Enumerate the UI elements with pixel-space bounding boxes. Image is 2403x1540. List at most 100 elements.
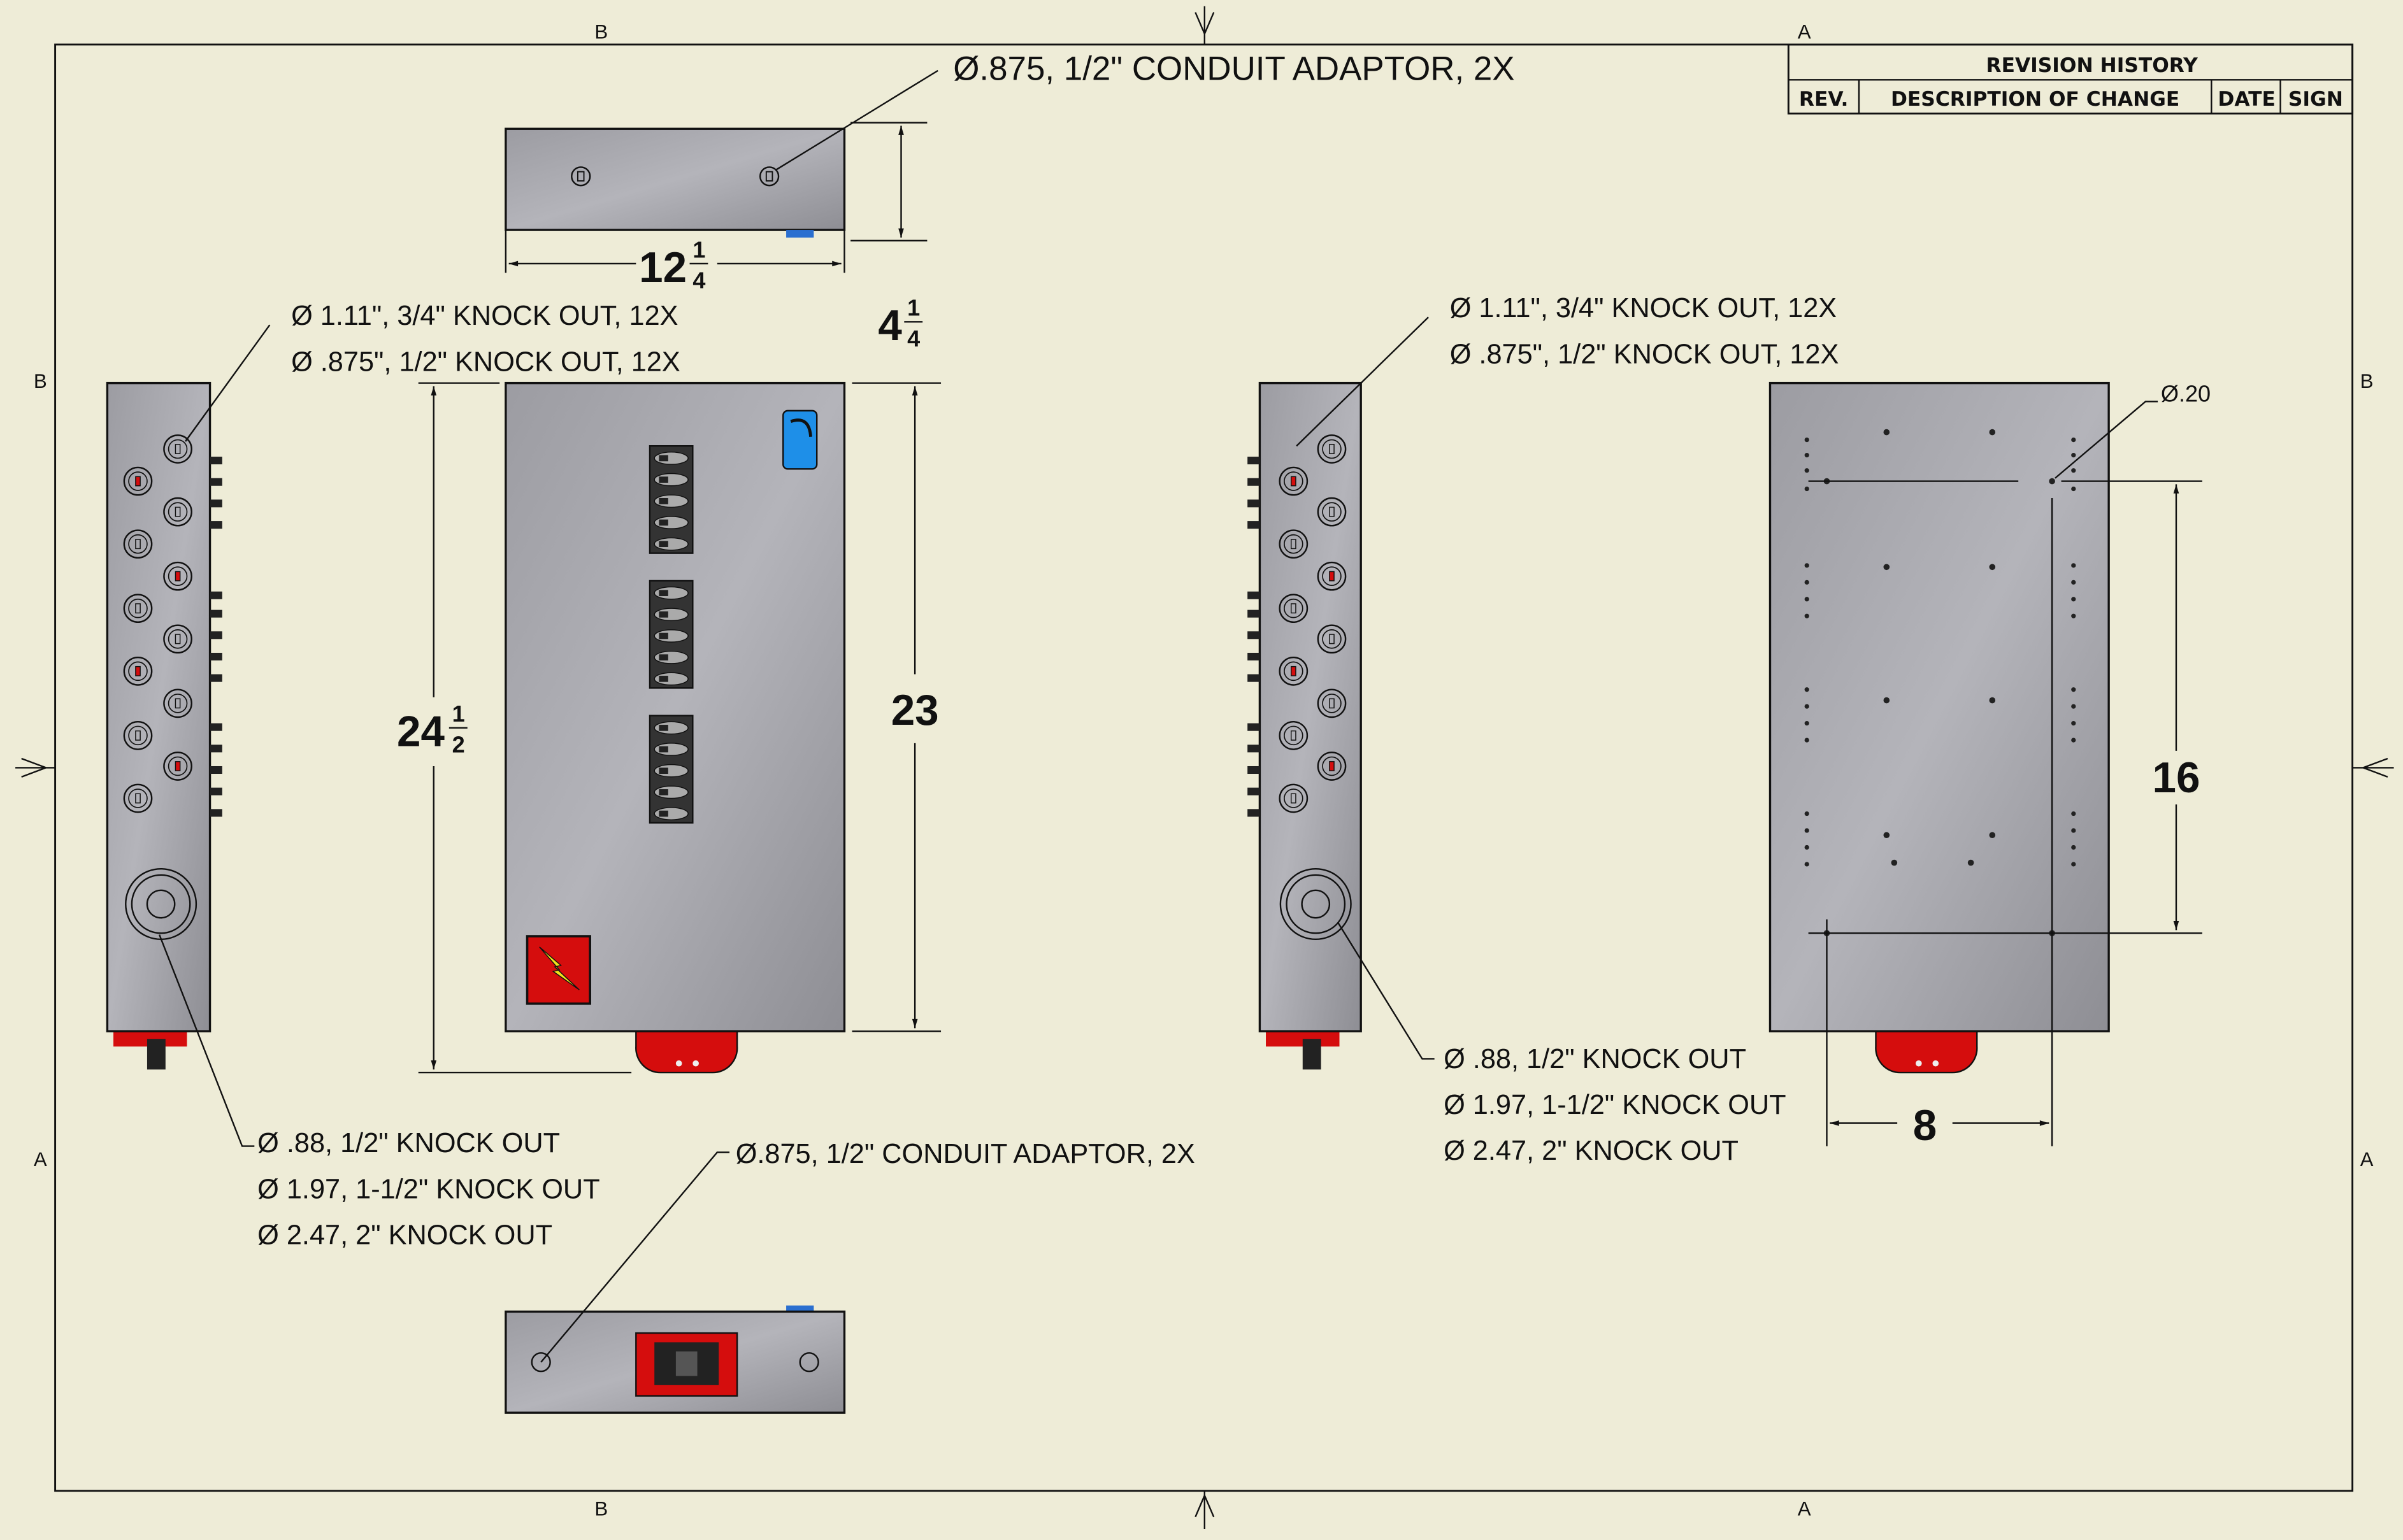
terminal-fin	[1247, 499, 1260, 508]
terminal-fin	[1247, 478, 1260, 486]
knockout-icon	[123, 783, 153, 813]
terminal-fin	[210, 745, 222, 753]
knockout-icon	[163, 688, 192, 718]
mounting-hole	[1891, 859, 1898, 866]
vent-hole	[2071, 738, 2076, 743]
top-view: Ø.875, 1/2" CONDUIT ADAPTOR, 2X 12 1 4 4…	[505, 50, 1515, 352]
knockout-icon	[163, 434, 192, 464]
callout-top-conduit: Ø.875, 1/2" CONDUIT ADAPTOR, 2X	[953, 50, 1514, 87]
terminal-fin	[210, 674, 222, 682]
knockout-icon	[123, 721, 153, 750]
breaker-group	[649, 715, 694, 824]
revision-table-title: REVISION HISTORY	[1986, 54, 2199, 77]
zone-right-b: B	[2360, 370, 2374, 392]
vent-hole	[1804, 563, 1809, 568]
knockout-icon	[1279, 656, 1309, 686]
vent-hole	[1804, 613, 1809, 618]
knockout-icon	[163, 752, 192, 781]
terminal-fin	[1247, 457, 1260, 465]
knockout-icon	[163, 561, 192, 591]
knockout-icon	[1317, 561, 1347, 591]
breaker-group	[649, 445, 694, 554]
vent-hole	[1804, 828, 1809, 833]
col-rev: REV.	[1799, 88, 1848, 111]
vent-hole	[2071, 453, 2076, 458]
vent-hole	[2071, 687, 2076, 692]
callout-right-lower-1: Ø .88, 1/2" KNOCK OUT	[1444, 1044, 1746, 1074]
knockout-icon	[1279, 721, 1309, 750]
knockout-icon	[163, 624, 192, 654]
vent-hole	[1804, 580, 1809, 585]
manufacturer-logo	[782, 410, 818, 470]
dim-body-height: 23	[891, 687, 939, 734]
vent-hole	[2071, 563, 2076, 568]
mounting-hole	[1883, 697, 1890, 704]
callout-right-upper-1: Ø 1.11", 3/4" KNOCK OUT, 12X	[1450, 293, 1837, 324]
bottom-view: Ø.875, 1/2" CONDUIT ADAPTOR, 2X	[505, 1139, 1195, 1414]
terminal-fin	[210, 809, 222, 817]
zone-bottom-a: A	[1798, 1497, 1811, 1520]
col-description: DESCRIPTION OF CHANGE	[1891, 88, 2179, 111]
terminal-fin	[1247, 610, 1260, 618]
knockout-icon	[123, 656, 153, 686]
right-side-view: Ø 1.11", 3/4" KNOCK OUT, 12X Ø .875", 1/…	[1247, 293, 1839, 1166]
vent-hole	[1804, 687, 1809, 692]
knockout-icon	[1317, 752, 1347, 781]
dim-hole-spacing-v: 16	[2153, 754, 2200, 802]
knockout-icon	[1317, 624, 1347, 654]
vent-hole	[1804, 811, 1809, 816]
callout-right-upper-2: Ø .875", 1/2" KNOCK OUT, 12X	[1450, 339, 1839, 369]
vent-hole	[1804, 597, 1809, 602]
callout-left-upper-2: Ø .875", 1/2" KNOCK OUT, 12X	[291, 346, 680, 377]
dim-overall-height-den: 2	[452, 731, 465, 757]
dim-width-num: 1	[692, 236, 705, 262]
mounting-hole	[1989, 429, 1996, 436]
terminal-fin	[210, 723, 222, 731]
conduit-adaptor-icon	[531, 1352, 551, 1372]
terminal-fin	[210, 521, 222, 529]
zone-left-a: A	[34, 1148, 47, 1171]
terminal-fin	[1247, 521, 1260, 529]
knockout-icon	[1279, 594, 1309, 624]
vent-hole	[2071, 468, 2076, 473]
vent-hole	[1804, 486, 1809, 492]
knockout-icon	[1317, 434, 1347, 464]
col-date: DATE	[2218, 88, 2275, 111]
terminal-fin	[1247, 631, 1260, 639]
callout-left-upper-1: Ø 1.11", 3/4" KNOCK OUT, 12X	[291, 301, 678, 331]
mounting-hole	[1883, 832, 1890, 839]
breaker-group	[649, 580, 694, 689]
terminal-fin	[1247, 766, 1260, 774]
terminal-fin	[210, 787, 222, 795]
terminal-fin	[210, 457, 222, 465]
callout-right-lower-2: Ø 1.97, 1-1/2" KNOCK OUT	[1444, 1090, 1786, 1120]
dim-depth-whole: 4	[878, 302, 902, 350]
dim-overall-height-num: 1	[452, 701, 465, 727]
dim-overall-height-whole: 24	[397, 708, 445, 756]
dim-width-den: 4	[692, 267, 705, 293]
mounting-hole	[1989, 832, 1996, 839]
dim-depth-den: 4	[907, 325, 920, 352]
vent-hole	[1804, 704, 1809, 709]
breaker-switch-icon	[654, 650, 689, 664]
callout-left-lower-3: Ø 2.47, 2" KNOCK OUT	[257, 1220, 552, 1251]
terminal-fin	[1247, 591, 1260, 599]
zone-left-b: B	[34, 370, 47, 392]
vent-hole	[1804, 862, 1809, 867]
terminal-fin	[210, 499, 222, 508]
knockout-icon	[1279, 783, 1309, 813]
revision-table: REVISION HISTORY REV. DESCRIPTION OF CHA…	[1787, 43, 2354, 115]
vent-hole	[1804, 468, 1809, 473]
mounting-hole	[2049, 478, 2055, 485]
dim-width-whole: 12	[639, 244, 687, 292]
vent-hole	[2071, 437, 2076, 443]
knockout-icon	[123, 466, 153, 496]
conduit-adaptor-icon	[759, 166, 780, 187]
dim-depth-num: 1	[907, 295, 920, 321]
vent-hole	[2071, 597, 2076, 602]
callout-bottom-conduit: Ø.875, 1/2" CONDUIT ADAPTOR, 2X	[736, 1139, 1195, 1169]
vent-hole	[2071, 486, 2076, 492]
knockout-icon	[123, 594, 153, 624]
vent-hole	[2071, 721, 2076, 726]
terminal-fin	[1247, 787, 1260, 795]
